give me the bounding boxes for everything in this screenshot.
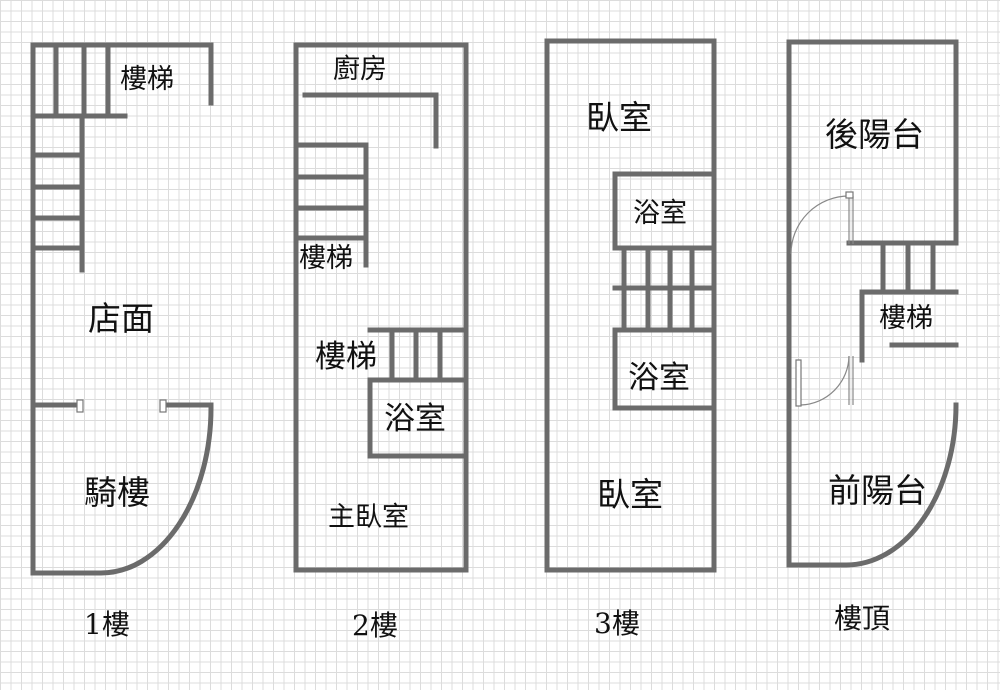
floor2-kitchen-label: 廚房 — [333, 54, 387, 85]
floor3-bathroom-upper-label: 浴室 — [633, 198, 687, 229]
door-jamb-left — [76, 399, 84, 413]
floor3-bathroom-lower-label: 浴室 — [628, 360, 690, 396]
floor2-master-bedroom-label: 主臥室 — [328, 502, 409, 533]
floor1-arcade-label: 騎樓 — [84, 473, 150, 512]
door-jamb-right — [159, 399, 167, 413]
rooftop-walls — [786, 39, 959, 568]
floor2-bathroom-label: 浴室 — [384, 401, 446, 437]
floor3-title: 3樓 — [594, 607, 640, 640]
floor1-title: 1樓 — [84, 608, 130, 641]
rooftop-title: 樓頂 — [834, 602, 891, 635]
floor-1-walls — [30, 42, 214, 576]
floor2-stairs-upper-label: 樓梯 — [299, 243, 353, 274]
floor-2-walls — [293, 42, 469, 573]
floor2-title: 2樓 — [352, 609, 398, 642]
floor-3-walls — [544, 38, 717, 573]
floor1-shop-label: 店面 — [88, 299, 154, 338]
floor3-bedroom-top-label: 臥室 — [586, 98, 652, 137]
rooftop-doors — [790, 191, 854, 407]
rooftop-stairs-label: 樓梯 — [879, 303, 933, 334]
floor3-bedroom-bottom-label: 臥室 — [597, 475, 663, 514]
floor1-stairs-label: 樓梯 — [120, 64, 174, 95]
rooftop-front-balcony-label: 前陽台 — [828, 471, 927, 510]
floor2-stairs-lower-label: 樓梯 — [315, 339, 377, 375]
rooftop-rear-balcony-label: 後陽台 — [825, 115, 924, 154]
